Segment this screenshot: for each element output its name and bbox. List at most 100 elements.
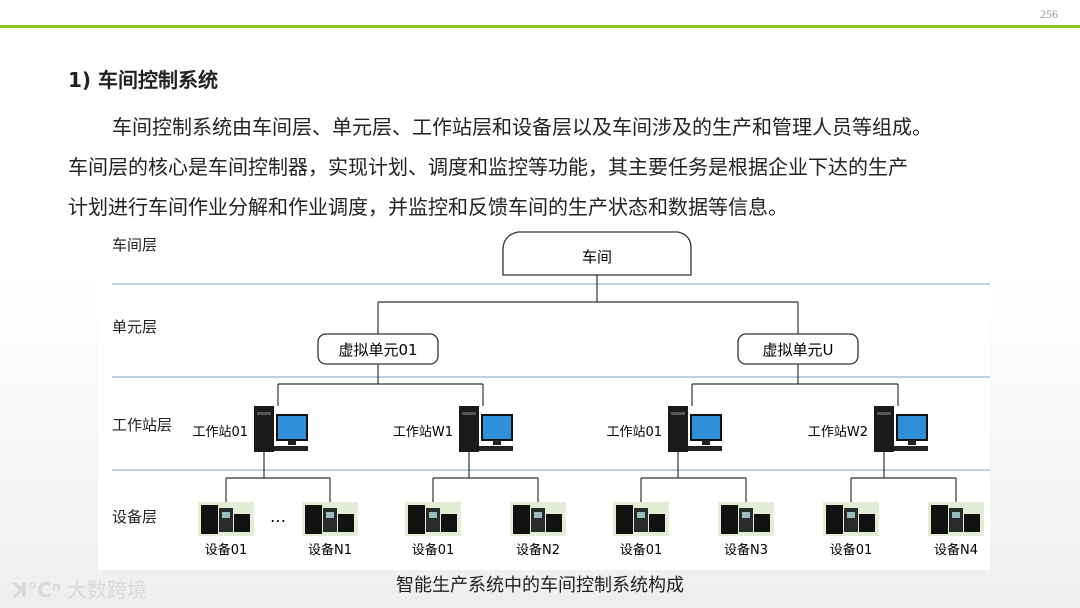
unit-node-label: 虚拟单元U	[763, 341, 834, 359]
machine-door-icon	[201, 505, 218, 534]
layer-label: 工作站层	[112, 416, 172, 434]
workstation-computer	[668, 406, 722, 452]
machine-window-icon	[222, 512, 230, 518]
workstation-label: 工作站01	[606, 425, 662, 440]
workstation-label: 工作站01	[192, 425, 248, 440]
machine-body-icon	[219, 508, 233, 532]
drive-bay	[257, 412, 271, 415]
monitor-icon	[896, 414, 928, 441]
workstation-group: 工作站01 工作站W1 工作站01 工作站W2	[192, 406, 928, 452]
machine-body-icon	[323, 508, 337, 532]
diagram-caption: 智能生产系统中的车间控制系统构成	[396, 575, 684, 596]
device-machine	[928, 502, 984, 536]
machine-panel-icon	[964, 514, 980, 532]
page-number: 256	[1040, 7, 1058, 21]
unit-node-box	[737, 333, 859, 365]
keyboard-icon	[274, 446, 308, 451]
paragraph-line: 车间层的核心是车间控制器，实现计划、调度和监控等功能，其主要任务是根据企业下达的…	[68, 155, 908, 179]
device-machine	[198, 502, 254, 536]
machine-door-icon	[721, 505, 738, 534]
device-label: 设备N4	[934, 542, 978, 558]
machine-body-icon	[531, 508, 545, 532]
watermark-text: 大数跨境	[66, 578, 147, 602]
drive-bay	[671, 412, 685, 415]
body-paragraph: 车间控制系统由车间层、单元层、工作站层和设备层以及车间涉及的生产和管理人员等组成…	[68, 107, 1038, 227]
device-machine	[405, 502, 461, 536]
device-machine	[613, 502, 669, 536]
device-machine	[718, 502, 774, 536]
machine-door-icon	[931, 505, 948, 534]
connector-lines	[225, 275, 957, 502]
machine-door-icon	[616, 505, 633, 534]
monitor-icon	[276, 414, 308, 441]
drive-bay	[462, 412, 476, 415]
layer-label: 单元层	[112, 318, 157, 336]
monitor-stand	[702, 440, 710, 445]
machine-body-icon	[949, 508, 963, 532]
machine-panel-icon	[649, 514, 665, 532]
device-label: 设备N1	[308, 542, 352, 558]
monitor-icon	[481, 414, 513, 441]
workstation-computer	[874, 406, 928, 452]
workstation-label: 工作站W2	[808, 425, 868, 440]
machine-door-icon	[305, 505, 322, 534]
drive-bay	[877, 412, 891, 415]
machine-body-icon	[634, 508, 648, 532]
machine-panel-icon	[234, 514, 250, 532]
keyboard-icon	[688, 446, 722, 451]
tower-icon	[874, 406, 894, 452]
machine-panel-icon	[546, 514, 562, 532]
keyboard-icon	[479, 446, 513, 451]
device-label: 设备01	[205, 542, 248, 558]
workstation-computer	[254, 406, 308, 452]
device-ellipsis: …	[270, 507, 286, 526]
keyboard-icon	[894, 446, 928, 451]
machine-window-icon	[637, 512, 645, 518]
machine-window-icon	[429, 512, 437, 518]
section-heading: 1) 车间控制系统	[68, 68, 219, 92]
paragraph-line: 车间控制系统由车间层、单元层、工作站层和设备层以及车间涉及的生产和管理人员等组成…	[112, 115, 932, 139]
root-node-label: 车间	[582, 248, 612, 266]
paragraph-line: 计划进行车间作业分解和作业调度，并监控和反馈车间的生产状态和数据等信息。	[68, 195, 788, 219]
machine-window-icon	[847, 512, 855, 518]
layer-label: 设备层	[112, 508, 157, 526]
device-label: 设备N3	[724, 542, 768, 558]
machine-body-icon	[844, 508, 858, 532]
device-label: 设备01	[412, 542, 455, 558]
monitor-icon	[690, 414, 722, 441]
unit-node-box	[317, 333, 439, 365]
machine-window-icon	[952, 512, 960, 518]
monitor-stand	[493, 440, 501, 445]
machine-door-icon	[513, 505, 530, 534]
monitor-stand	[288, 440, 296, 445]
device-label: 设备N2	[516, 542, 560, 558]
root-node-box	[502, 231, 692, 276]
machine-door-icon	[408, 505, 425, 534]
top-accent-line	[0, 25, 1080, 28]
layer-separators	[112, 283, 990, 471]
machine-window-icon	[326, 512, 334, 518]
machine-panel-icon	[754, 514, 770, 532]
device-machine	[302, 502, 358, 536]
tower-icon	[668, 406, 688, 452]
device-label: 设备01	[830, 542, 873, 558]
machine-door-icon	[826, 505, 843, 534]
layer-label: 车间层	[112, 236, 157, 254]
watermark-logo: ꓘ℃ⁿ	[12, 578, 61, 602]
workstation-computer	[459, 406, 513, 452]
tower-icon	[254, 406, 274, 452]
machine-panel-icon	[338, 514, 354, 532]
machine-panel-icon	[859, 514, 875, 532]
unit-node-label: 虚拟单元01	[338, 341, 417, 359]
machine-window-icon	[534, 512, 542, 518]
workstation-label: 工作站W1	[393, 425, 453, 440]
device-machine	[823, 502, 879, 536]
tower-icon	[459, 406, 479, 452]
machine-window-icon	[742, 512, 750, 518]
machine-body-icon	[426, 508, 440, 532]
device-machine	[510, 502, 566, 536]
